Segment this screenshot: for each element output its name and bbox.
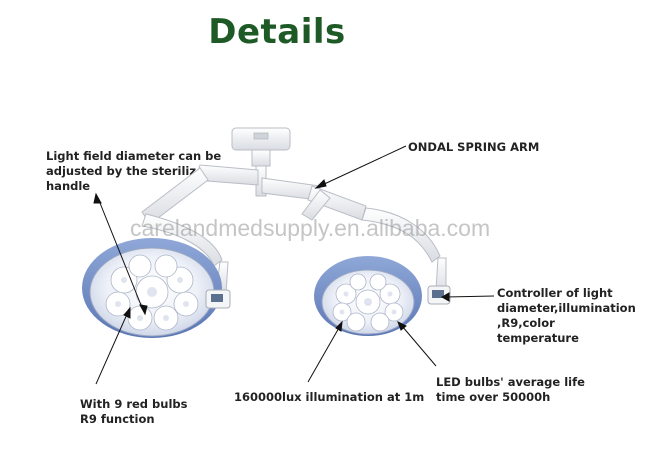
callout-controller-line-4: temperature	[497, 331, 579, 345]
callout-life-line-1: LED bulbs' average life	[436, 375, 585, 389]
callout-handle-line-3: handle	[46, 179, 91, 193]
callout-controller: Controller of light diameter,illuminatio…	[497, 286, 636, 346]
arrow-controller	[440, 292, 495, 302]
callout-handle: Light field diameter can be adjusted by …	[46, 149, 221, 194]
callout-bulbs: With 9 red bulbs R9 function	[80, 397, 187, 427]
right-light-head	[314, 256, 422, 336]
callout-life-line-2: time over 50000h	[436, 390, 551, 404]
arrow-bulbs	[95, 306, 131, 385]
arrow-life	[397, 320, 437, 367]
callout-controller-line-1: Controller of light	[497, 286, 613, 300]
left-light-head	[82, 238, 222, 338]
callout-illumination: 160000lux illumination at 1m	[234, 390, 425, 404]
arrow-arm	[314, 145, 407, 189]
callout-handle-line-1: Light field diameter can be	[46, 149, 222, 163]
watermark: carelandmedsupply.en.alibaba.com	[130, 215, 491, 241]
arrow-handle	[93, 192, 148, 316]
spring-arm	[141, 164, 447, 295]
callout-handle-line-2: adjusted by the sterilized	[46, 164, 213, 178]
callout-arm: ONDAL SPRING ARM	[408, 140, 540, 154]
ceiling-mount	[231, 127, 291, 197]
callout-bulbs-line-1: With 9 red bulbs	[80, 397, 188, 411]
callout-controller-line-3: ,R9,color	[497, 316, 555, 330]
callout-life: LED bulbs' average life time over 50000h	[436, 375, 585, 405]
left-controller	[205, 289, 231, 309]
callout-bulbs-line-2: R9 function	[80, 412, 155, 426]
arrow-illumination	[307, 320, 343, 383]
callout-controller-line-2: diameter,illumination	[497, 301, 636, 315]
right-controller	[427, 285, 451, 305]
page-title: Details	[208, 12, 346, 52]
